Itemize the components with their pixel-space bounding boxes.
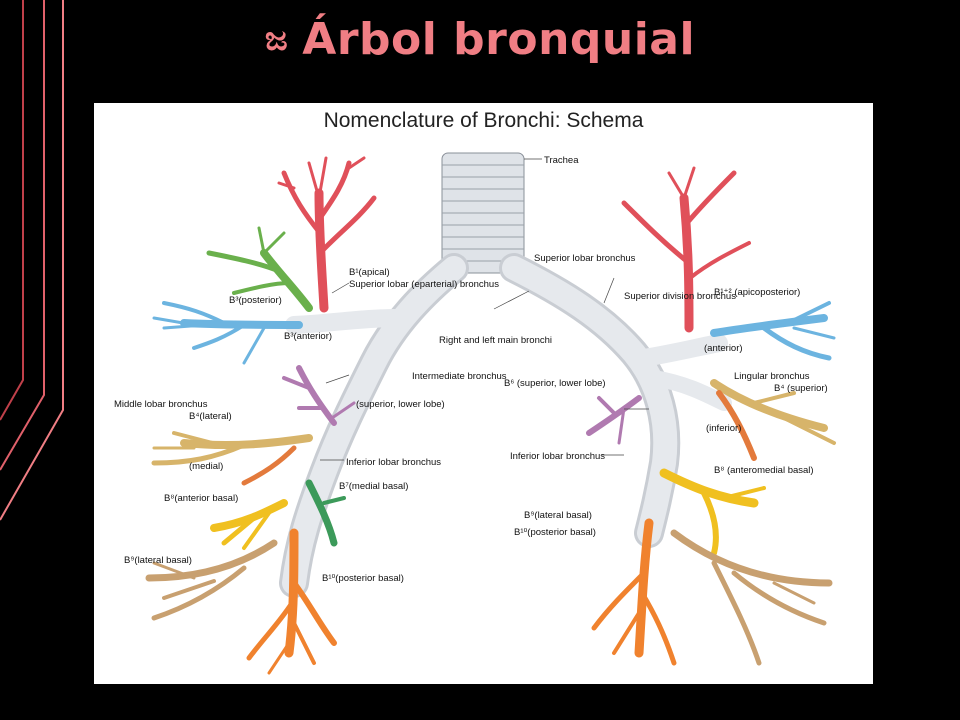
label-intermediate: Intermediate bronchus <box>412 371 507 382</box>
left-lateral-basal-branches <box>670 529 833 666</box>
label-superior-lower-l: B⁶ (superior, lower lobe) <box>504 378 606 389</box>
left-lingular-branches <box>710 379 836 445</box>
right-medial-basal-branches <box>305 479 346 547</box>
right-lateral-basal-branches <box>145 539 278 621</box>
right-anterior-basal-branches <box>210 499 288 550</box>
right-bronchus-trunk <box>279 253 469 598</box>
bronchial-tree-svg: Trachea B¹(apical) Superior lobar (epart… <box>114 152 836 675</box>
diagram-labels: Trachea B¹(apical) Superior lobar (epart… <box>114 155 828 584</box>
label-superior-l: B⁴ (superior) <box>774 383 828 394</box>
right-posterior-basal-branches <box>246 528 337 675</box>
right-medial-branches <box>241 445 297 486</box>
slide-title-text: Árbol bronquial <box>302 14 696 65</box>
label-posterior-basal-l: B¹⁰(posterior basal) <box>514 527 596 538</box>
left-anterior-branches <box>710 301 836 361</box>
label-lateral-basal-l: B⁹(lateral basal) <box>524 510 592 521</box>
label-posterior-basal-r: B¹⁰(posterior basal) <box>322 573 404 584</box>
label-trachea: Trachea <box>544 155 579 166</box>
diagram-title: Nomenclature of Bronchi: Schema <box>323 109 644 132</box>
label-superior-division: Superior division bronchus <box>624 291 736 302</box>
left-apicoposterior-branches <box>621 166 751 333</box>
label-superior-lower: (superior, lower lobe) <box>356 399 445 410</box>
label-middle-lobar: Middle lobar bronchus <box>114 399 208 410</box>
title-bullet-icon: ಜ <box>264 19 289 59</box>
left-anteromedial-basal-branches <box>659 468 766 556</box>
right-anterior-branches <box>152 301 303 365</box>
label-inferior-l: (inferior) <box>706 423 741 434</box>
label-posterior: B³(posterior) <box>229 295 282 306</box>
right-posterior-branches <box>206 226 313 312</box>
label-superior-lobar-left: Superior lobar bronchus <box>534 253 636 264</box>
left-bronchus-trunk <box>499 253 732 548</box>
label-apical: B¹(apical) <box>349 267 390 278</box>
right-middle-lobe-branches <box>151 431 313 466</box>
label-medial: (medial) <box>189 461 223 472</box>
label-apicoposterior: B¹⁺² (apicoposterior) <box>714 287 800 298</box>
label-anteromedial-basal: B⁸ (anteromedial basal) <box>714 465 814 476</box>
label-lateral: B⁴(lateral) <box>189 411 232 422</box>
trachea <box>441 152 525 274</box>
label-medial-basal: B⁷(medial basal) <box>339 481 408 492</box>
label-lateral-basal-r: B⁹(lateral basal) <box>124 555 192 566</box>
label-inferior-lobar-l: Inferior lobar bronchus <box>510 451 605 462</box>
right-apical-branches <box>277 156 377 313</box>
slide-title: ಜ Árbol bronquial <box>0 14 960 65</box>
left-posterior-basal-branches <box>591 518 677 666</box>
label-anterior-l: (anterior) <box>704 343 743 354</box>
label-inferior-lobar-r: Inferior lobar bronchus <box>346 457 441 468</box>
label-lingular: Lingular bronchus <box>734 371 810 382</box>
right-superior-lower-branches <box>282 365 356 426</box>
leader-lines <box>320 158 649 461</box>
left-superior-lower-branches <box>586 395 642 445</box>
label-anterior-basal-r: B⁸(anterior basal) <box>164 493 238 504</box>
label-anterior-r: B³(anterior) <box>284 331 332 342</box>
left-inferior-lingular-branches <box>716 390 757 461</box>
bronchi-diagram: Nomenclature of Bronchi: Schema <box>94 103 873 684</box>
label-right-left-main: Right and left main bronchi <box>439 335 552 346</box>
label-superior-lobar-eparterial: Superior lobar (eparterial) bronchus <box>349 279 499 290</box>
